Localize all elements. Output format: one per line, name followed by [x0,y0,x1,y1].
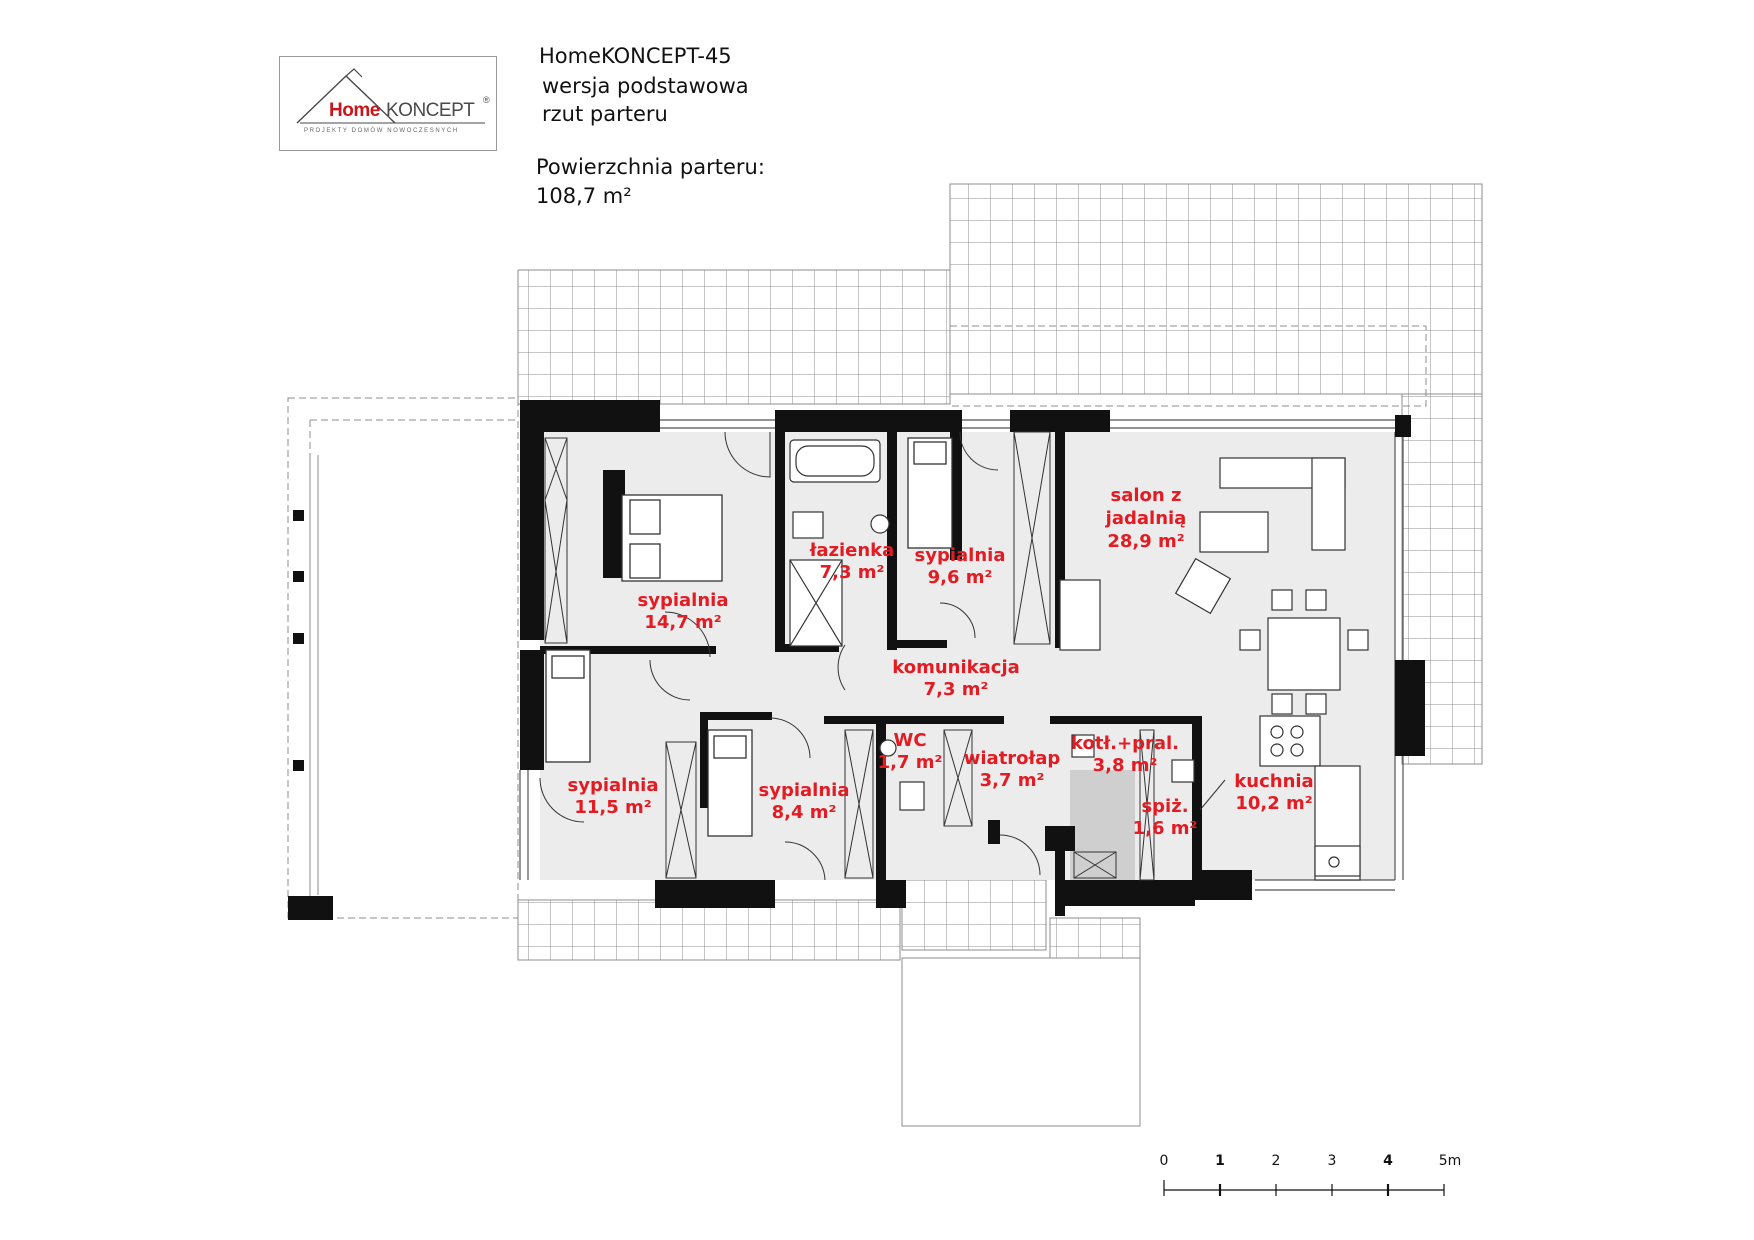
scale-label-4: 4 [1383,1153,1393,1169]
door-swings [539,431,1226,881]
scale-label-2: 2 [1271,1153,1281,1169]
project-subtitle: wersja podstawowa [542,74,749,98]
carport-pergola [287,397,519,920]
view-name: rzut parteru [542,102,668,126]
scale-label-5m: 5m [1438,1153,1462,1169]
living-furniture [1059,457,1369,715]
logo-registered-mark: ® [483,95,490,105]
terrace-paving [517,183,1483,1127]
area-value: 108,7 m² [536,184,632,208]
scale-bar [1163,1180,1445,1196]
project-title: HomeKONCEPT-45 [539,44,732,68]
room-kotlownia-label: kotł.+pral.3,8 m² [1071,733,1179,776]
scale-label-1: 1 [1215,1153,1225,1169]
house-roof-icon [296,68,485,124]
kitchen-counter [1259,715,1361,881]
logo-home-text: Home [329,100,380,121]
bathroom-fixtures [789,439,1195,811]
walls [520,400,1425,916]
logo: Home KONCEPT ® PROJEKTY DOMÓW NOWOCZESNY… [279,56,497,151]
area-label: Powierzchnia parteru: [536,155,765,179]
scale-label-3: 3 [1327,1153,1337,1169]
beds [545,437,953,837]
logo-koncept-text: KONCEPT [386,100,475,121]
scale-label-0: 0 [1159,1153,1169,1169]
wardrobes [544,431,1155,881]
room-spizarnia-label: spiż.1,6 m² [1132,796,1198,839]
logo-tagline: PROJEKTY DOMÓW NOWOCZESNYCH [304,128,459,134]
